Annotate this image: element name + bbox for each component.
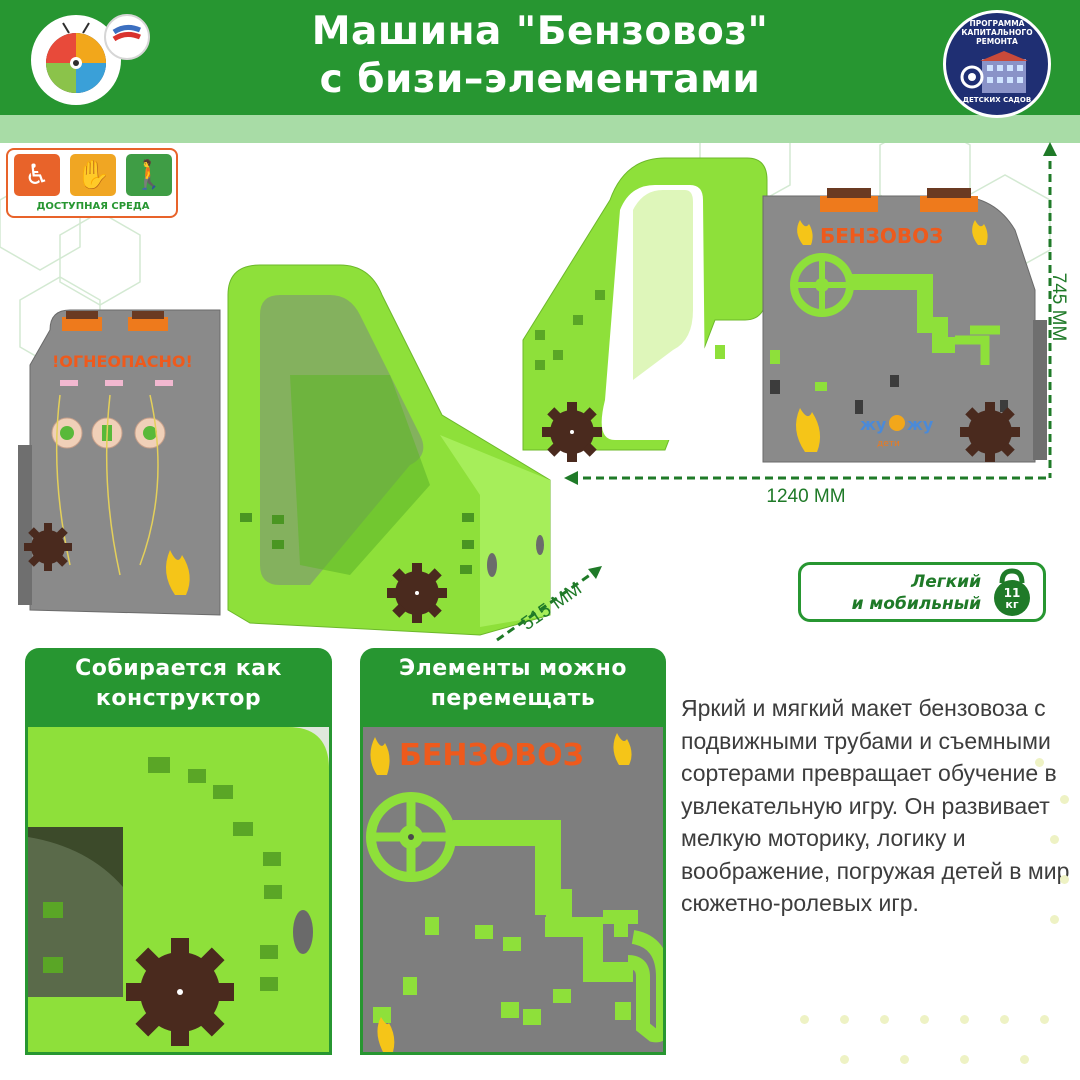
flag-badge — [104, 14, 150, 60]
decorative-dot — [1020, 1055, 1029, 1064]
front-sign-text: !ОГНЕОПАСНО! — [52, 352, 193, 371]
kettlebell-weight-value: 11 — [1003, 586, 1021, 600]
product-side-view: БЕНЗОВОЗ жу жу дети — [522, 157, 1047, 463]
gear-front-cab — [387, 563, 447, 623]
decorative-dot — [880, 1015, 889, 1024]
gear-side-left — [542, 402, 602, 462]
panel-constructor-image — [25, 727, 332, 1055]
header-bar — [0, 0, 1080, 115]
wheelchair-icon: ♿ — [14, 154, 60, 196]
panel-constructor-title-line2: конструктор — [95, 686, 262, 711]
page-title-line2: с бизи–элементами — [319, 57, 761, 102]
decorative-dot — [1000, 1015, 1009, 1024]
header-strip — [0, 115, 1080, 143]
kettlebell-icon: 11 кг — [988, 567, 1036, 617]
panel-movable-title: Элементы можно перемещать — [360, 654, 666, 714]
gear-panel1 — [126, 938, 234, 1046]
decorative-dot — [800, 1015, 809, 1024]
panel-sign-text: БЕНЗОВОЗ — [399, 738, 584, 773]
panel-movable-title-line1: Элементы можно — [399, 656, 627, 681]
product-front-view: !ОГНЕОПАСНО! — [18, 264, 551, 636]
decorative-dot — [960, 1055, 969, 1064]
gear-front-left — [24, 523, 72, 571]
light-badge-line2: и мобильный — [851, 594, 981, 614]
accessibility-label: ДОСТУПНАЯ СРЕДА — [36, 201, 150, 212]
gear-side-right — [960, 402, 1020, 462]
panel-movable-header: Элементы можно перемещать — [360, 648, 666, 728]
light-mobile-badge: Легкий и мобильный 11 кг — [798, 562, 1046, 622]
decorative-dot — [960, 1015, 969, 1024]
decorative-dot — [1040, 1015, 1049, 1024]
accessibility-badge: ♿ ✋ 🚶 ДОСТУПНАЯ СРЕДА — [6, 148, 178, 218]
panel-movable-image: БЕНЗОВОЗ — [360, 727, 666, 1055]
panel-movable-title-line2: перемещать — [430, 686, 596, 711]
light-badge-line1: Легкий — [911, 572, 981, 592]
page-title-line1: Машина "Бензовоз" — [311, 9, 769, 54]
building-gear-icon — [960, 51, 1028, 93]
ladybug-icon — [46, 22, 106, 93]
dimension-width-label: 1240 ММ — [766, 486, 846, 507]
light-badge-text: Легкий и мобильный — [801, 571, 981, 615]
page-title: Машина "Бензовоз" с бизи–элементами — [180, 8, 900, 104]
kettlebell-weight-unit: кг — [1005, 598, 1019, 611]
decorative-dot — [840, 1055, 849, 1064]
brand-text-side-2: жу — [907, 415, 934, 434]
panel-constructor-header: Собирается как конструктор — [25, 648, 332, 728]
decorative-dot — [1050, 835, 1059, 844]
product-description: Яркий и мягкий макет бензовоза с подвижн… — [681, 695, 1070, 916]
decorative-dot — [1050, 915, 1059, 924]
brand-subtext-side: дети — [877, 439, 900, 449]
decorative-dot — [1035, 758, 1044, 767]
tank-sign-text: БЕНЗОВОЗ — [820, 224, 943, 248]
decorative-dot — [920, 1015, 929, 1024]
valve-wheel-panel — [366, 792, 456, 882]
hearing-sign-icon: ✋ — [70, 154, 116, 196]
russian-flag-icon — [112, 24, 141, 42]
decorative-dot — [1060, 795, 1069, 804]
decorative-dot — [900, 1055, 909, 1064]
dimension-height-label: 745 ММ — [1048, 272, 1069, 342]
brand-logo — [28, 12, 124, 108]
panel-constructor-title: Собирается как конструктор — [25, 654, 332, 714]
program-badge: ПРОГРАММА КАПИТАЛЬНОГО РЕМОНТА ДЕТСКИХ С… — [943, 10, 1051, 118]
blind-cane-icon: 🚶 — [126, 154, 172, 196]
decorative-dot — [840, 1015, 849, 1024]
brand-text-side: жу — [860, 415, 887, 434]
decorative-dot — [1060, 875, 1069, 884]
program-badge-subtitle: ДЕТСКИХ САДОВ — [962, 96, 1032, 104]
program-badge-title: ПРОГРАММА КАПИТАЛЬНОГО РЕМОНТА — [961, 19, 1033, 46]
panel-constructor-title-line1: Собирается как — [75, 656, 282, 681]
